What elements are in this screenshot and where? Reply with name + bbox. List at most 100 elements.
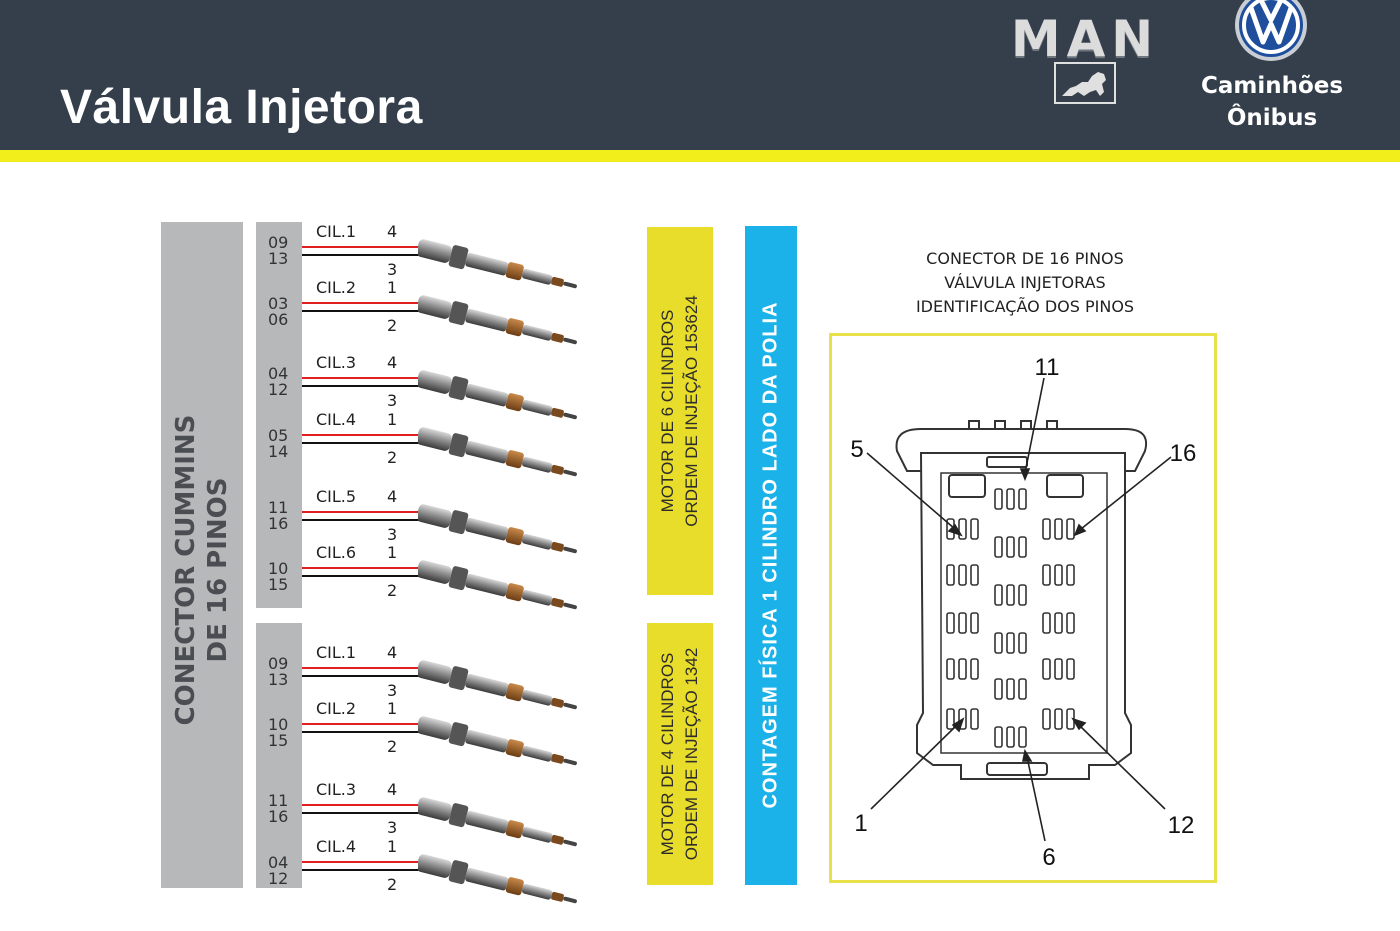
motor-6-cyl-label: MOTOR DE 6 CILINDROS ORDEM DE INJEÇÃO 15… (656, 295, 704, 526)
motor-6-cyl-label-line: ORDEM DE INJEÇÃO 153624 (682, 295, 701, 527)
pin-number: 04 (268, 853, 289, 872)
pulley-side-box (745, 226, 797, 885)
man-lion-icon (1054, 62, 1116, 104)
connector-cummins-bar (161, 222, 243, 888)
pin-number: 15 (268, 575, 289, 594)
cylinder-label: CIL.1 (316, 643, 357, 662)
callout-top: 11 (1035, 354, 1060, 381)
wire-black (302, 731, 422, 733)
cylinder-label: CIL.4 (316, 837, 357, 856)
injector-icon (416, 236, 593, 305)
injector-icon (416, 794, 593, 863)
injector-icon (416, 657, 593, 726)
wire-pin-bottom: 3 (387, 525, 398, 544)
callout-upper-right: 16 (1170, 440, 1197, 467)
wire-pin-top: 4 (387, 643, 398, 662)
wire-black (302, 575, 422, 577)
cylinder-label: CIL.3 (316, 353, 357, 372)
injector-icon (416, 501, 593, 570)
connector-title-line: CONECTOR DE 16 PINOS (926, 249, 1124, 268)
injector-icon (416, 292, 593, 361)
connector-frame (829, 333, 1217, 883)
cylinder-label: CIL.5 (316, 487, 357, 506)
injector-icon (416, 851, 593, 920)
cylinder-label: CIL.6 (316, 543, 357, 562)
connector-title-line: VÁLVULA INJETORAS (944, 273, 1106, 292)
connector-cummins-label-line: DE 16 PINOS (203, 477, 233, 663)
injector-icon (416, 713, 593, 782)
pin-number: 16 (268, 514, 289, 533)
connector-16-pin-diagram: 11 5 16 1 6 12 (850, 354, 1197, 871)
pin-number: 16 (268, 807, 289, 826)
page-title: Válvula Injetora (60, 81, 423, 134)
wire-red (302, 511, 422, 513)
cylinder-label: CIL.2 (316, 278, 357, 297)
wire-pin-bottom: 2 (387, 875, 398, 894)
wire-red (302, 723, 422, 725)
pin-panel-4cyl (256, 623, 302, 888)
wire-black (302, 254, 422, 256)
motor-4-cyl-label-line: ORDEM DE INJEÇÃO 1342 (682, 647, 701, 861)
wire-pin-top: 1 (387, 543, 398, 562)
connector-title: CONECTOR DE 16 PINOS VÁLVULA INJETORAS I… (860, 247, 1190, 319)
vw-subtitle-line: Ônibus (1226, 105, 1318, 131)
cylinder-label: CIL.3 (316, 780, 357, 799)
connector-title-line: IDENTIFICAÇÃO DOS PINOS (915, 297, 1135, 316)
header-stripe (0, 150, 1400, 162)
vw-logo-icon (1235, 0, 1307, 61)
wire-pin-bottom: 2 (387, 737, 398, 756)
wire-black (302, 442, 422, 444)
pin-number: 10 (268, 715, 289, 734)
cylinder-label: CIL.4 (316, 410, 357, 429)
wire-red (302, 861, 422, 863)
callout-lower-right: 12 (1168, 812, 1195, 839)
wire-pin-top: 1 (387, 699, 398, 718)
callout-lower-left: 1 (854, 810, 867, 837)
callout-upper-left: 5 (850, 436, 863, 463)
pin-number: 13 (268, 670, 289, 689)
wire-black (302, 675, 422, 677)
injector-icon (416, 557, 593, 626)
wire-pin-bottom: 3 (387, 391, 398, 410)
wire-pin-top: 4 (387, 353, 398, 372)
wire-red (302, 246, 422, 248)
pin-number: 09 (268, 654, 289, 673)
injector-icon (416, 367, 593, 436)
wire-pin-top: 1 (387, 410, 398, 429)
pin-number: 09 (268, 233, 289, 252)
pin-panel-6cyl (256, 222, 302, 608)
vw-subtitle: Caminhões Ônibus (1190, 70, 1354, 134)
man-logo-text: MAN (1010, 10, 1160, 68)
wire-pin-top: 1 (387, 837, 398, 856)
motor-4-cyl-box (647, 623, 713, 885)
pin-number: 05 (268, 426, 289, 445)
wire-red (302, 434, 422, 436)
motor-6-cyl-box (647, 227, 713, 595)
pin-number: 14 (268, 442, 289, 461)
wire-red (302, 567, 422, 569)
connector-cummins-label-line: CONECTOR CUMMINS (171, 414, 201, 726)
cylinder-label: CIL.1 (316, 222, 357, 241)
connector-cummins-label: CONECTOR CUMMINS DE 16 PINOS (170, 290, 234, 850)
wire-pin-bottom: 3 (387, 260, 398, 279)
motor-4-cyl-label: MOTOR DE 4 CILINDROS ORDEM DE INJEÇÃO 13… (656, 648, 704, 861)
man-logo: MAN (990, 10, 1180, 110)
pin-number: 12 (268, 869, 289, 888)
wire-red (302, 302, 422, 304)
pin-number: 15 (268, 731, 289, 750)
wire-pin-bottom: 2 (387, 316, 398, 335)
wire-pin-bottom: 2 (387, 581, 398, 600)
wire-black (302, 519, 422, 521)
pin-number: 13 (268, 249, 289, 268)
pin-number: 11 (268, 791, 289, 810)
wire-pin-bottom: 3 (387, 818, 398, 837)
pin-number: 10 (268, 559, 289, 578)
